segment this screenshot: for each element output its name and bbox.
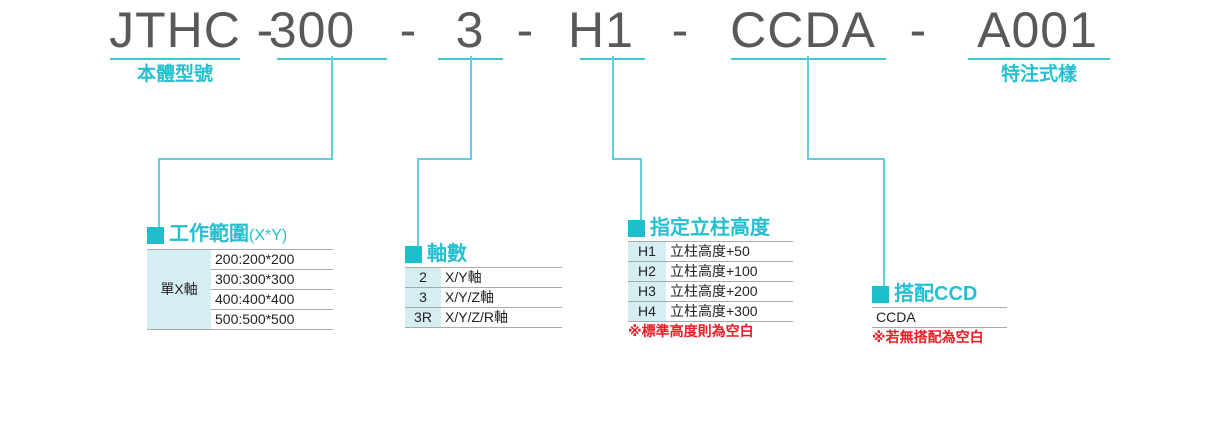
column-height-desc: 立柱高度+50 bbox=[666, 241, 793, 262]
column-height-code: H2 bbox=[628, 261, 666, 282]
working-range-table: 單X軸 200:200*200 300:300*300 400:400*400 … bbox=[147, 249, 333, 330]
ccd-table: CCDA bbox=[872, 307, 1007, 328]
leader-line-working-range-vertical-bottom bbox=[158, 158, 160, 230]
column-height-desc: 立柱高度+300 bbox=[666, 301, 793, 322]
working-range-value: 400:400*400 bbox=[211, 289, 333, 310]
group-column-height-title: 指定立柱高度 bbox=[628, 218, 793, 238]
model-segment-ccd: CCDA bbox=[730, 2, 876, 58]
ccd-footnote: ※若無搭配為空白 bbox=[872, 329, 984, 345]
group-working-range-title: 工作範圍(X*Y) bbox=[147, 224, 333, 246]
column-height-code: H1 bbox=[628, 241, 666, 262]
caption-body-type: 本體型號 bbox=[136, 64, 213, 85]
bullet-square-icon bbox=[872, 285, 889, 303]
axis-count-desc: X/Y/Z軸 bbox=[441, 287, 562, 308]
leader-line-column-height-horizontal bbox=[612, 158, 642, 160]
table-row: H2 立柱高度+100 bbox=[628, 261, 793, 282]
model-segment-body-type: JTHC bbox=[109, 2, 241, 58]
table-row: 500:500*500 bbox=[147, 309, 333, 330]
table-row: H4 立柱高度+300 bbox=[628, 301, 793, 322]
leader-line-column-height-vertical-bottom bbox=[640, 158, 642, 224]
model-dash-3: - bbox=[516, 2, 534, 58]
axis-count-code: 3 bbox=[405, 287, 441, 308]
model-dash-2: - bbox=[399, 2, 417, 58]
axis-count-desc: X/Y軸 bbox=[441, 267, 562, 288]
model-segment-axis-count: 3 bbox=[455, 2, 485, 58]
group-column-height: 指定立柱高度 H1 立柱高度+50 H2 立柱高度+100 H3 立柱高度+20… bbox=[628, 218, 793, 340]
caption-custom-spec: 特注式樣 bbox=[1000, 64, 1077, 85]
leader-line-axis-count-vertical-top bbox=[470, 56, 472, 160]
group-column-height-title-text: 指定立柱高度 bbox=[650, 217, 770, 239]
leader-line-working-range-horizontal bbox=[158, 158, 333, 160]
segment-underline-custom-spec bbox=[968, 58, 1110, 60]
table-row: 3R X/Y/Z/R軸 bbox=[405, 307, 562, 328]
group-axis-count: 軸數 2 X/Y軸 3 X/Y/Z軸 3R X/Y/Z/R軸 bbox=[405, 244, 562, 328]
leader-line-ccd-horizontal bbox=[807, 158, 885, 160]
working-range-value: 300:300*300 bbox=[211, 269, 333, 290]
bullet-square-icon bbox=[405, 245, 422, 263]
model-segment-column-height: H1 bbox=[568, 2, 634, 58]
leader-line-column-height-vertical-top bbox=[612, 56, 614, 160]
leader-line-ccd-vertical-top bbox=[807, 56, 809, 160]
model-dash-4: - bbox=[671, 2, 689, 58]
bullet-square-icon bbox=[628, 219, 645, 237]
segment-underline-body-type bbox=[110, 58, 240, 60]
table-row: 2 X/Y軸 bbox=[405, 267, 562, 288]
group-ccd-title-text: 搭配CCD bbox=[894, 283, 978, 305]
group-axis-count-title-text: 軸數 bbox=[427, 243, 467, 265]
table-row: H3 立柱高度+200 bbox=[628, 281, 793, 302]
model-segment-working-range: 300 bbox=[268, 2, 356, 58]
leader-line-axis-count-vertical-bottom bbox=[417, 158, 419, 250]
bullet-square-icon bbox=[147, 226, 164, 244]
ccd-code: CCDA bbox=[872, 307, 1007, 328]
leader-line-working-range-vertical-top bbox=[331, 56, 333, 160]
group-working-range: 工作範圍(X*Y) 單X軸 200:200*200 300:300*300 40… bbox=[147, 224, 333, 330]
column-height-footnote: ※標準高度則為空白 bbox=[628, 323, 754, 339]
leader-line-axis-count-horizontal bbox=[417, 158, 472, 160]
group-working-range-title-sub: (X*Y) bbox=[249, 227, 288, 244]
model-number-row: JTHC - 300 - 3 - H1 - CCDA - A001 bbox=[0, 4, 1210, 60]
table-row: CCDA bbox=[872, 307, 1007, 328]
axis-count-code: 2 bbox=[405, 267, 441, 288]
group-ccd-title: 搭配CCD bbox=[872, 284, 1007, 304]
working-range-value: 500:500*500 bbox=[211, 309, 333, 330]
group-working-range-title-text: 工作範圍(X*Y) bbox=[169, 223, 288, 245]
axis-count-table: 2 X/Y軸 3 X/Y/Z軸 3R X/Y/Z/R軸 bbox=[405, 267, 562, 328]
model-dash-1: - bbox=[256, 2, 274, 58]
table-row: 400:400*400 bbox=[147, 289, 333, 310]
column-height-desc: 立柱高度+100 bbox=[666, 261, 793, 282]
working-range-value: 200:200*200 bbox=[211, 249, 333, 270]
column-height-code: H3 bbox=[628, 281, 666, 302]
column-height-desc: 立柱高度+200 bbox=[666, 281, 793, 302]
leader-line-ccd-vertical-bottom bbox=[883, 158, 885, 290]
table-row: 3 X/Y/Z軸 bbox=[405, 287, 562, 308]
table-row: H1 立柱高度+50 bbox=[628, 241, 793, 262]
column-height-table: H1 立柱高度+50 H2 立柱高度+100 H3 立柱高度+200 H4 立柱… bbox=[628, 241, 793, 322]
model-segment-custom-spec: A001 bbox=[977, 2, 1098, 58]
table-row: 單X軸 200:200*200 bbox=[147, 249, 333, 330]
group-axis-count-title: 軸數 bbox=[405, 244, 562, 264]
model-dash-5: - bbox=[909, 2, 927, 58]
axis-count-desc: X/Y/Z/R軸 bbox=[441, 307, 562, 328]
group-ccd: 搭配CCD CCDA ※若無搭配為空白 bbox=[872, 284, 1007, 346]
column-height-code: H4 bbox=[628, 301, 666, 322]
axis-count-code: 3R bbox=[405, 307, 441, 328]
working-range-row-label: 單X軸 bbox=[147, 249, 211, 330]
